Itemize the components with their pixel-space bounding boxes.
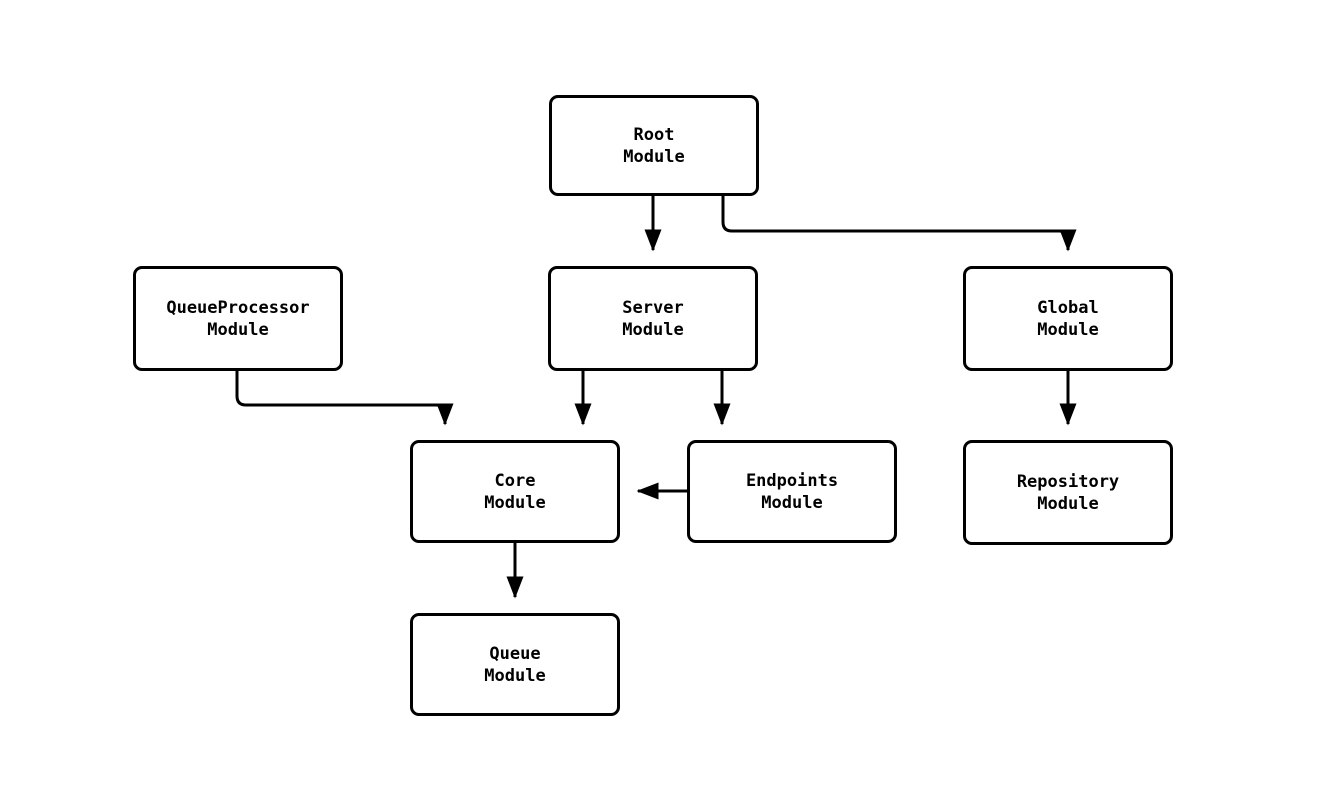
- node-core-line1: Core: [494, 470, 536, 491]
- node-server-line1: Server: [622, 297, 684, 318]
- node-repository[interactable]: Repository Module: [963, 440, 1173, 545]
- node-global[interactable]: Global Module: [963, 266, 1173, 371]
- node-server-line2: Module: [622, 319, 684, 340]
- node-endpoints-line1: Endpoints: [745, 470, 839, 491]
- node-root[interactable]: Root Module: [549, 95, 759, 196]
- node-queueprocessor-line2: Module: [207, 319, 269, 340]
- edge-root-global: [721, 196, 1077, 252]
- node-queueprocessor[interactable]: QueueProcessor Module: [133, 266, 343, 371]
- node-core[interactable]: Core Module: [410, 440, 620, 543]
- node-server[interactable]: Server Module: [548, 266, 758, 371]
- edge-queueprocessor-core: [235, 371, 454, 426]
- node-repository-line2: Module: [1037, 493, 1099, 514]
- node-endpoints-line2: Module: [761, 492, 823, 513]
- node-repository-line1: Repository: [1016, 471, 1120, 492]
- node-core-line2: Module: [484, 492, 546, 513]
- node-endpoints[interactable]: Endpoints Module: [687, 440, 897, 543]
- node-global-line2: Module: [1037, 319, 1099, 340]
- node-queue-line1: Queue: [489, 643, 541, 664]
- node-root-line1: Root: [633, 124, 675, 145]
- node-queue-line2: Module: [484, 665, 546, 686]
- node-queueprocessor-line1: QueueProcessor: [166, 297, 310, 318]
- node-queue[interactable]: Queue Module: [410, 613, 620, 716]
- node-global-line1: Global: [1037, 297, 1099, 318]
- node-root-line2: Module: [623, 146, 685, 167]
